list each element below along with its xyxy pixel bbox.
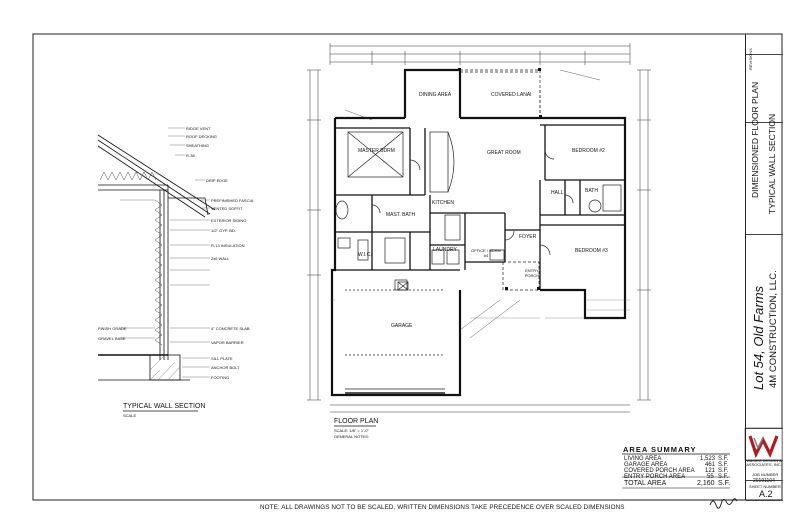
area-row-unit: S.F. — [718, 474, 729, 480]
ws-label-r13: R-13 INSULATION — [211, 243, 245, 248]
floor-plan-scale: SCALE: 1/8" = 1'-0" — [334, 428, 369, 433]
room-garage: GARAGE — [391, 323, 413, 329]
area-row-value: 461 — [705, 462, 716, 468]
area-row-label: GARAGE AREA — [624, 462, 668, 468]
ws-label-footing: FOOTING — [211, 375, 230, 380]
sheet-number-label: SHEET NUMBER — [749, 484, 781, 489]
ws-label-ridge-vent: RIDGE VENT — [186, 126, 211, 131]
ws-label-fascia: PREFINISHED FASCIA — [211, 198, 254, 203]
area-summary-title: AREA SUMMARY — [623, 445, 697, 454]
ws-label-gravel: GRAVEL BASE — [98, 336, 126, 341]
ws-label-slab: 4" CONCRETE SLAB — [211, 326, 250, 331]
ws-label-sill: SILL PLATE — [211, 356, 233, 361]
ws-label-sheathing: SHEATHING — [186, 143, 210, 148]
room-bath: BATH — [585, 188, 598, 194]
room-bedroom-2: BEDROOM #2 — [572, 148, 605, 154]
room-hall: HALL — [551, 190, 564, 196]
sheet-title-1: DIMENSIONED FLOOR PLAN — [750, 81, 760, 198]
ws-label-vapor: VAPOR BARRIER — [211, 340, 244, 345]
job-number-label: JOB NUMBER — [752, 472, 779, 477]
area-row-value: 121 — [705, 468, 716, 474]
room-master-bath: MAST. BATH — [386, 212, 416, 218]
area-row-label: LIVING AREA — [624, 456, 662, 462]
sheet-number: A.2 — [759, 489, 773, 499]
floor-plan-title: FLOOR PLAN — [334, 418, 379, 425]
area-row-value: 1,523 — [700, 456, 716, 462]
footer-note: NOTE: ALL DRAWINGS NOT TO BE SCALED, WRI… — [260, 504, 625, 511]
room-wic: W.I.C. — [358, 252, 372, 258]
company-name: 4M CONSTRUCTION, LLC. — [768, 270, 779, 388]
ws-label-grade: FINISH GRADE — [98, 326, 127, 331]
ws-label-roof-decking: ROOF DECKING — [186, 134, 217, 139]
title-block — [745, 34, 783, 501]
room-master-bedroom: MASTER BDRM — [358, 148, 395, 154]
area-row-unit: S.F. — [718, 462, 729, 468]
designer-name: VALDEZ DESIGN & ASSOCIATES, INC. — [746, 458, 782, 467]
area-row-label: COVERED PORCH AREA — [624, 468, 695, 474]
sheet-title-2: TYPICAL WALL SECTION — [767, 113, 777, 214]
wall-section-scale: SCALE — [123, 413, 137, 418]
room-dining: DINING AREA — [419, 92, 452, 98]
room-foyer: FOYER — [519, 234, 537, 240]
room-kitchen: KITCHEN — [432, 200, 454, 206]
wall-section-title: TYPICAL WALL SECTION — [123, 403, 206, 410]
revisions-label: REVISIONS — [748, 48, 753, 70]
area-total-unit: S.F. — [718, 480, 731, 487]
room-great-room: GREAT ROOM — [487, 150, 521, 156]
area-row-label: ENTRY PORCH AREA — [624, 474, 686, 480]
room-bedroom-3: BEDROOM #3 — [575, 248, 608, 254]
room-laundry: LAUNDRY — [433, 247, 457, 253]
ws-label-gyp: 1/2" GYP. BD. — [211, 228, 236, 233]
ws-label-soffit: VENTED SOFFIT — [211, 206, 243, 211]
room-entry-porch: ENTRY PORCH — [524, 268, 540, 278]
ws-label-2x6: 2x6 WALL — [211, 256, 230, 261]
area-row-unit: S.F. — [718, 468, 729, 474]
ws-label-siding: EXTERIOR SIDING — [211, 218, 247, 223]
signature — [709, 498, 738, 509]
room-covered-lanai: COVERED LANAI — [491, 92, 532, 98]
company-logo — [744, 427, 783, 461]
room-office: OFFICE / BDRM #4 — [471, 248, 501, 258]
area-row-unit: S.F. — [718, 456, 729, 462]
ws-label-drip-edge: DRIP EDGE — [206, 178, 228, 183]
area-total-value: 2,160 — [697, 480, 715, 487]
ws-label-r38: R-38 — [186, 153, 195, 158]
job-number: 20191104 — [753, 478, 775, 484]
area-total-label: TOTAL AREA — [624, 480, 667, 487]
project-name: Lot 54, Old Farms — [751, 285, 766, 390]
area-row-value: 55 — [707, 474, 714, 480]
ws-label-anchor: ANCHOR BOLT — [211, 365, 240, 370]
general-notes-label: GENERAL NOTES: — [334, 434, 369, 439]
